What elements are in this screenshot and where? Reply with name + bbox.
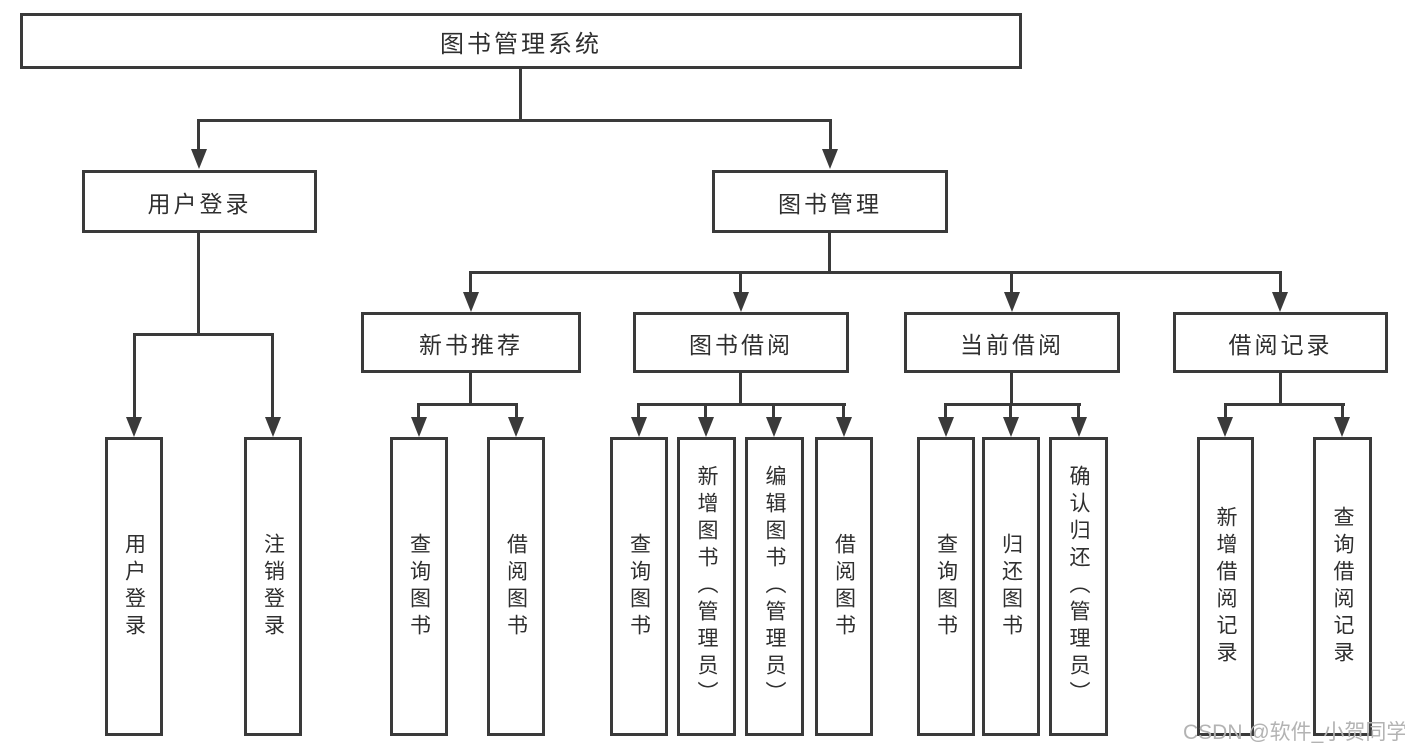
connector-line	[197, 119, 200, 152]
csdn-watermark: CSDN @软件_小贺同学	[1183, 721, 1405, 744]
arrowhead-down-icon	[1272, 292, 1288, 312]
leaf-query-books-recommend: 查询图书	[390, 437, 448, 736]
connector-line	[944, 403, 1081, 406]
node-book-management-label: 图书管理	[778, 190, 882, 217]
arrowhead-down-icon	[1003, 417, 1019, 437]
connector-line	[944, 403, 947, 419]
arrowhead-down-icon	[1217, 417, 1233, 437]
connector-line	[1341, 403, 1344, 419]
connector-line	[1224, 403, 1345, 406]
connector-line	[637, 403, 640, 419]
arrowhead-down-icon	[836, 417, 852, 437]
leaf-edit-book-admin: 编辑图书（管理员）	[745, 437, 804, 736]
node-new-book-recommendation: 新书推荐	[361, 312, 581, 373]
connector-line	[469, 271, 472, 294]
node-user-login-label: 用户登录	[147, 190, 252, 217]
arrowhead-down-icon	[508, 417, 524, 437]
connector-line	[704, 403, 707, 419]
node-current-borrowing-label: 当前借阅	[960, 331, 1064, 358]
leaf-add-borrow-record: 新增借阅记录	[1197, 437, 1254, 736]
connector-line	[197, 233, 200, 336]
leaf-user-login: 用户登录	[105, 437, 163, 736]
connector-line	[271, 333, 274, 418]
leaf-borrow-books-recommend: 借阅图书	[487, 437, 545, 736]
node-new-book-recommendation-label: 新书推荐	[419, 331, 523, 358]
leaf-add-book-admin: 新增图书（管理员）	[677, 437, 736, 736]
connector-line	[1010, 373, 1013, 406]
leaf-edit-book-admin-label: 编辑图书（管理员）	[763, 465, 787, 708]
leaf-query-books-current-label: 查询图书	[934, 532, 958, 641]
node-library-management-system: 图书管理系统	[20, 13, 1022, 69]
node-book-borrowing-label: 图书借阅	[689, 331, 793, 358]
node-user-login: 用户登录	[82, 170, 317, 233]
arrowhead-down-icon	[411, 417, 427, 437]
node-book-borrowing: 图书借阅	[633, 312, 849, 373]
leaf-borrow-books: 借阅图书	[815, 437, 873, 736]
leaf-return-books: 归还图书	[982, 437, 1040, 736]
arrowhead-down-icon	[126, 417, 142, 437]
leaf-query-books-borrowing-label: 查询图书	[627, 532, 651, 641]
connector-line	[1279, 373, 1282, 406]
connector-line	[133, 333, 274, 336]
node-library-management-system-label: 图书管理系统	[440, 30, 602, 58]
arrowhead-down-icon	[463, 292, 479, 312]
arrowhead-down-icon	[822, 149, 838, 169]
arrowhead-down-icon	[191, 149, 207, 169]
leaf-logout: 注销登录	[244, 437, 302, 736]
connector-line	[417, 403, 518, 406]
connector-line	[133, 333, 136, 418]
arrowhead-down-icon	[1071, 417, 1087, 437]
leaf-confirm-return-admin: 确认归还（管理员）	[1049, 437, 1108, 736]
leaf-borrow-books-label: 借阅图书	[832, 532, 856, 641]
connector-line	[1279, 271, 1282, 294]
connector-line	[515, 403, 518, 419]
leaf-query-books-recommend-label: 查询图书	[407, 532, 431, 641]
leaf-query-borrow-record: 查询借阅记录	[1313, 437, 1372, 736]
leaf-add-book-admin-label: 新增图书（管理员）	[695, 465, 719, 708]
node-current-borrowing: 当前借阅	[904, 312, 1120, 373]
arrowhead-down-icon	[766, 417, 782, 437]
connector-line	[739, 373, 742, 406]
connector-line	[637, 403, 846, 406]
node-book-management: 图书管理	[712, 170, 948, 233]
connector-line	[417, 403, 420, 419]
arrowhead-down-icon	[1334, 417, 1350, 437]
leaf-logout-label: 注销登录	[261, 532, 285, 641]
leaf-query-borrow-record-label: 查询借阅记录	[1331, 505, 1355, 668]
connector-line	[842, 403, 845, 419]
connector-line	[1224, 403, 1227, 419]
connector-line	[829, 119, 832, 152]
connector-line	[1077, 403, 1080, 419]
connector-line	[469, 373, 472, 406]
connector-line	[772, 403, 775, 419]
connector-line	[197, 119, 832, 122]
connector-line	[519, 68, 522, 122]
connector-line	[469, 271, 1282, 274]
leaf-user-login-label: 用户登录	[122, 532, 146, 641]
connector-line	[1009, 403, 1012, 419]
leaf-confirm-return-admin-label: 确认归还（管理员）	[1067, 465, 1091, 708]
arrowhead-down-icon	[938, 417, 954, 437]
arrowhead-down-icon	[733, 292, 749, 312]
connector-line	[828, 233, 831, 274]
node-borrowing-records: 借阅记录	[1173, 312, 1388, 373]
connector-line	[1010, 271, 1013, 294]
arrowhead-down-icon	[698, 417, 714, 437]
leaf-borrow-books-recommend-label: 借阅图书	[504, 532, 528, 641]
leaf-add-borrow-record-label: 新增借阅记录	[1214, 505, 1238, 668]
node-borrowing-records-label: 借阅记录	[1228, 331, 1333, 358]
leaf-query-books-current: 查询图书	[917, 437, 975, 736]
arrowhead-down-icon	[1004, 292, 1020, 312]
connector-line	[739, 271, 742, 294]
arrowhead-down-icon	[631, 417, 647, 437]
arrowhead-down-icon	[265, 417, 281, 437]
leaf-query-books-borrowing: 查询图书	[610, 437, 668, 736]
leaf-return-books-label: 归还图书	[999, 532, 1023, 641]
